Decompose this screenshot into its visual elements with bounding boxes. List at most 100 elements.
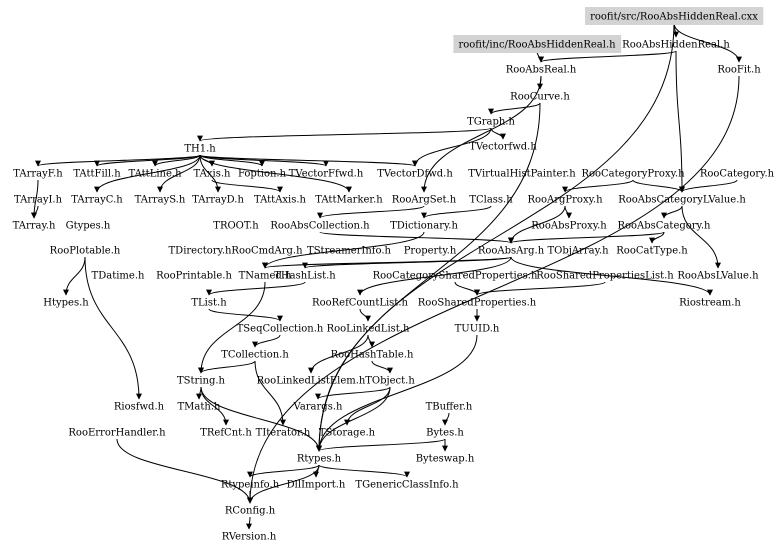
graph-node-tobject[interactable]: TObject.h xyxy=(365,376,415,387)
node-label: TVectorFfwd.h xyxy=(289,169,364,180)
graph-node-rtypeinfo[interactable]: Rtypeinfo.h xyxy=(221,480,280,491)
graph-node-tstring[interactable]: TString.h xyxy=(177,376,226,387)
edge-rcat-to-racatlv xyxy=(679,179,738,193)
graph-node-rcmdarg[interactable]: RooCmdArg.h xyxy=(231,246,303,257)
graph-node-rll[interactable]: RooLinkedList.h xyxy=(327,324,410,335)
node-label: TAttMarker.h xyxy=(315,195,383,206)
graph-node-reh[interactable]: RooErrorHandler.h xyxy=(68,428,166,439)
graph-node-tlist[interactable]: TList.h xyxy=(191,298,227,309)
graph-node-rprintable[interactable]: RooPrintable.h xyxy=(156,271,232,282)
graph-node-tdatime[interactable]: TDatime.h xyxy=(92,271,145,282)
edge-tnamed-to-tstring xyxy=(198,281,266,374)
node-label: RooCurve.h xyxy=(510,92,570,103)
graph-node-rahr[interactable]: RooAbsHiddenReal.h xyxy=(622,40,730,51)
node-label: TArrayD.h xyxy=(192,195,244,206)
graph-node-tdir[interactable]: TDirectory.h xyxy=(169,246,233,257)
graph-node-taxis[interactable]: TAxis.h xyxy=(194,169,231,180)
graph-node-trefcnt[interactable]: TRefCnt.h xyxy=(200,428,252,439)
graph-node-riostream[interactable]: Riostream.h xyxy=(679,298,741,309)
graph-node-tattline[interactable]: TAttLine.h xyxy=(128,169,182,180)
node-label: RooAbsCategoryLValue.h xyxy=(618,195,746,206)
graph-node-tattmarker[interactable]: TAttMarker.h xyxy=(315,195,383,206)
graph-node-tarrays[interactable]: TArrayS.h xyxy=(135,195,186,206)
graph-node-rsp[interactable]: RooSharedProperties.h xyxy=(418,298,537,309)
graph-node-tattaxis[interactable]: TAttAxis.h xyxy=(254,195,307,206)
graph-node-thashlist[interactable]: THashList.h xyxy=(274,271,336,282)
graph-node-tattfill[interactable]: TAttFill.h xyxy=(73,169,121,180)
graph-node-tbuffer[interactable]: TBuffer.h xyxy=(426,402,473,413)
graph-node-rrcl[interactable]: RooRefCountList.h xyxy=(312,298,408,309)
node-label: TString.h xyxy=(177,376,226,387)
graph-node-property[interactable]: Property.h xyxy=(404,246,457,257)
graph-node-gtypes[interactable]: Gtypes.h xyxy=(66,221,111,232)
graph-node-tvhp[interactable]: TVirtualHistPainter.h xyxy=(468,169,576,180)
graph-node-rtypes[interactable]: Rtypes.h xyxy=(297,454,342,465)
graph-node-tarray[interactable]: TArray.h xyxy=(13,221,56,232)
graph-node-tarrayc[interactable]: TArrayC.h xyxy=(71,195,123,206)
graph-node-rargproxy[interactable]: RooArgProxy.h xyxy=(527,195,603,206)
graph-node-rcattype[interactable]: RooCatType.h xyxy=(616,246,688,257)
graph-node-tobjarray[interactable]: TObjArray.h xyxy=(547,246,609,257)
graph-node-rplotable[interactable]: RooPlotable.h xyxy=(50,246,121,257)
graph-node-troot[interactable]: TROOT.h xyxy=(213,221,259,232)
graph-node-racoll[interactable]: RooAbsCollection.h xyxy=(270,221,370,232)
graph-node-tnamed[interactable]: TNamed.h xyxy=(239,271,292,282)
graph-node-curve[interactable]: RooCurve.h xyxy=(510,92,570,103)
graph-node-tstorage[interactable]: TStorage.h xyxy=(319,428,376,439)
graph-node-tvffwd[interactable]: TVectorFfwd.h xyxy=(289,169,364,180)
graph-node-rar[interactable]: RooAbsReal.h xyxy=(506,65,577,76)
node-label: TVirtualHistPainter.h xyxy=(468,169,576,180)
graph-node-rconfig[interactable]: RConfig.h xyxy=(225,506,276,517)
graph-node-tvecfwd[interactable]: TVectorfwd.h xyxy=(469,142,537,153)
node-label: TStreamerInfo.h xyxy=(307,246,391,257)
edge-th1-to-tattmarker xyxy=(199,154,352,193)
graph-node-tvdfwd[interactable]: TVectorDfwd.h xyxy=(377,169,453,180)
graph-node-tclass[interactable]: TClass.h xyxy=(469,195,513,206)
graph-node-rspl[interactable]: RooSharedPropertiesList.h xyxy=(536,271,674,282)
graph-node-tsinfo[interactable]: TStreamerInfo.h xyxy=(307,246,391,257)
graph-node-rlle[interactable]: RooLinkedListElem.h xyxy=(257,376,366,387)
graph-node-ralv[interactable]: RooAbsLValue.h xyxy=(677,271,759,282)
graph-node-varargs[interactable]: Varargs.h xyxy=(293,402,344,413)
node-label: roofit/inc/RooAbsHiddenReal.h xyxy=(458,40,616,51)
graph-node-tgci[interactable]: TGenericClassInfo.h xyxy=(355,480,459,491)
edge-tuuid-to-rtypes xyxy=(316,334,478,452)
graph-node-tdict[interactable]: TDictionary.h xyxy=(390,221,458,232)
graph-node-tuuid[interactable]: TUUID.h xyxy=(455,324,500,335)
graph-node-rcatproxy[interactable]: RooCategoryProxy.h xyxy=(581,169,685,180)
graph-node-riosfwd[interactable]: Riosfwd.h xyxy=(114,402,165,413)
graph-node-rht[interactable]: RooHashTable.h xyxy=(331,350,414,361)
graph-node-tarrayd[interactable]: TArrayD.h xyxy=(192,195,244,206)
edge-th1-to-tattline xyxy=(152,154,201,167)
edge-th1-to-tvdfwd xyxy=(199,154,418,167)
node-label: TMath.h xyxy=(178,402,222,413)
graph-node-tmath[interactable]: TMath.h xyxy=(178,402,222,413)
node-label: RooAbsArg.h xyxy=(478,246,545,257)
graph-node-htypes[interactable]: Htypes.h xyxy=(43,298,89,309)
graph-node-tcoll[interactable]: TCollection.h xyxy=(221,350,289,361)
graph-node-tseqcoll[interactable]: TSeqCollection.h xyxy=(237,324,324,335)
graph-node-tarrayi[interactable]: TArrayI.h xyxy=(14,195,63,206)
node-label: Riostream.h xyxy=(679,298,741,309)
graph-node-foption[interactable]: Foption.h xyxy=(238,169,287,180)
graph-node-cxx[interactable]: roofit/src/RooAbsHiddenReal.cxx xyxy=(585,7,764,25)
graph-node-th1[interactable]: TH1.h xyxy=(184,144,216,155)
graph-node-roofit[interactable]: RooFit.h xyxy=(717,65,761,76)
graph-node-rcsp[interactable]: RooCategorySharedProperties.h xyxy=(373,271,538,282)
graph-node-inc[interactable]: roofit/inc/RooAbsHiddenReal.h xyxy=(453,35,622,53)
node-label: TArrayF.h xyxy=(13,169,63,180)
node-label: Varargs.h xyxy=(293,402,344,413)
graph-node-rargset[interactable]: RooArgSet.h xyxy=(392,195,457,206)
graph-node-racatlv[interactable]: RooAbsCategoryLValue.h xyxy=(618,195,746,206)
graph-node-raproxy[interactable]: RooAbsProxy.h xyxy=(531,221,607,232)
graph-node-racat[interactable]: RooAbsCategory.h xyxy=(617,221,711,232)
graph-node-byteswap[interactable]: Byteswap.h xyxy=(416,454,475,465)
graph-node-bytes[interactable]: Bytes.h xyxy=(426,428,464,439)
graph-node-rcat[interactable]: RooCategory.h xyxy=(700,169,775,180)
graph-node-titer[interactable]: TIterator.h xyxy=(256,428,311,439)
graph-node-rversion[interactable]: RVersion.h xyxy=(222,532,277,543)
graph-node-dllimport[interactable]: DllImport.h xyxy=(287,480,346,491)
graph-node-tarrayf[interactable]: TArrayF.h xyxy=(13,169,63,180)
graph-node-raarg[interactable]: RooAbsArg.h xyxy=(478,246,545,257)
graph-node-tgraph[interactable]: TGraph.h xyxy=(467,117,515,128)
